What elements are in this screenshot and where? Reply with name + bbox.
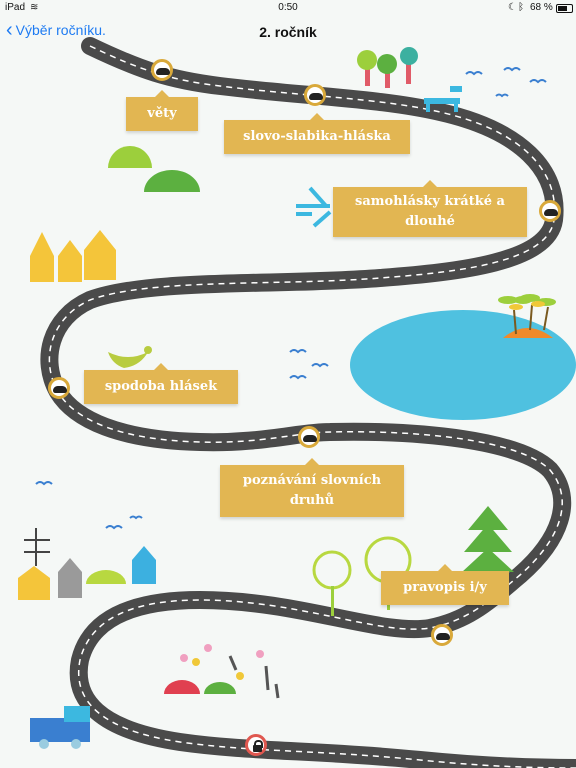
cloud-icon: [436, 633, 450, 640]
bluetooth-icon: ᛒ: [518, 2, 524, 13]
hill: [144, 170, 200, 192]
lesson-marker-5[interactable]: [298, 426, 320, 448]
trees-right: [312, 506, 514, 616]
truck: [30, 706, 90, 749]
lesson-marker-4[interactable]: [48, 377, 70, 399]
signpost: [296, 186, 332, 228]
lesson-label-3[interactable]: samohlásky krátké a dlouhé: [333, 180, 527, 237]
page-title: 2. ročník: [259, 24, 317, 40]
palm-trees: [513, 304, 549, 335]
clock: 0:50: [278, 2, 298, 13]
houses-bottom: [18, 528, 156, 600]
battery-icon: [556, 4, 573, 13]
battery-percent: 68 %: [530, 2, 553, 13]
back-button[interactable]: ‹ Výběr ročníku.: [6, 19, 106, 41]
yellow-bird: [108, 346, 152, 368]
status-bar: iPad ≋ 0:50 ☾ ᛒ 68 %: [0, 0, 576, 16]
nav-bar: ‹ Výběr ročníku. 2. ročník: [0, 16, 576, 46]
palm-leaves: [498, 294, 556, 306]
cloud-icon: [544, 209, 558, 216]
lesson-marker-6[interactable]: [431, 624, 453, 646]
lesson-label-1[interactable]: věty: [126, 90, 198, 131]
cloud-icon: [309, 93, 323, 100]
lake: [350, 310, 576, 420]
lock-icon: [254, 740, 263, 748]
moon-icon: ☾: [508, 2, 517, 13]
lesson-label-6[interactable]: pravopis i/y: [381, 564, 509, 605]
chevron-left-icon: ‹: [6, 19, 13, 41]
cloud-icon: [303, 435, 317, 442]
cloud-icon: [53, 386, 67, 393]
lesson-label-2[interactable]: slovo-slabika-hláska: [224, 113, 410, 154]
lesson-label-5[interactable]: poznávání slovních druhů: [220, 458, 404, 517]
device-label: iPad: [5, 2, 26, 13]
lesson-label-4[interactable]: spodoba hlásek: [84, 363, 238, 404]
flowers: [164, 644, 280, 699]
bench: [424, 86, 462, 112]
wifi-icon: ≋: [30, 2, 39, 13]
road: [40, 37, 576, 768]
cloud-icon: [156, 68, 170, 75]
birds: [35, 67, 547, 530]
back-button-label: Výběr ročníku.: [15, 22, 106, 38]
trees-top: [357, 47, 418, 88]
lesson-marker-3[interactable]: [539, 200, 561, 222]
lesson-marker-2[interactable]: [304, 84, 326, 106]
locked-lesson-marker[interactable]: [245, 734, 267, 756]
hill: [108, 146, 152, 168]
lesson-marker-1[interactable]: [151, 59, 173, 81]
houses-yellow: [30, 230, 116, 282]
